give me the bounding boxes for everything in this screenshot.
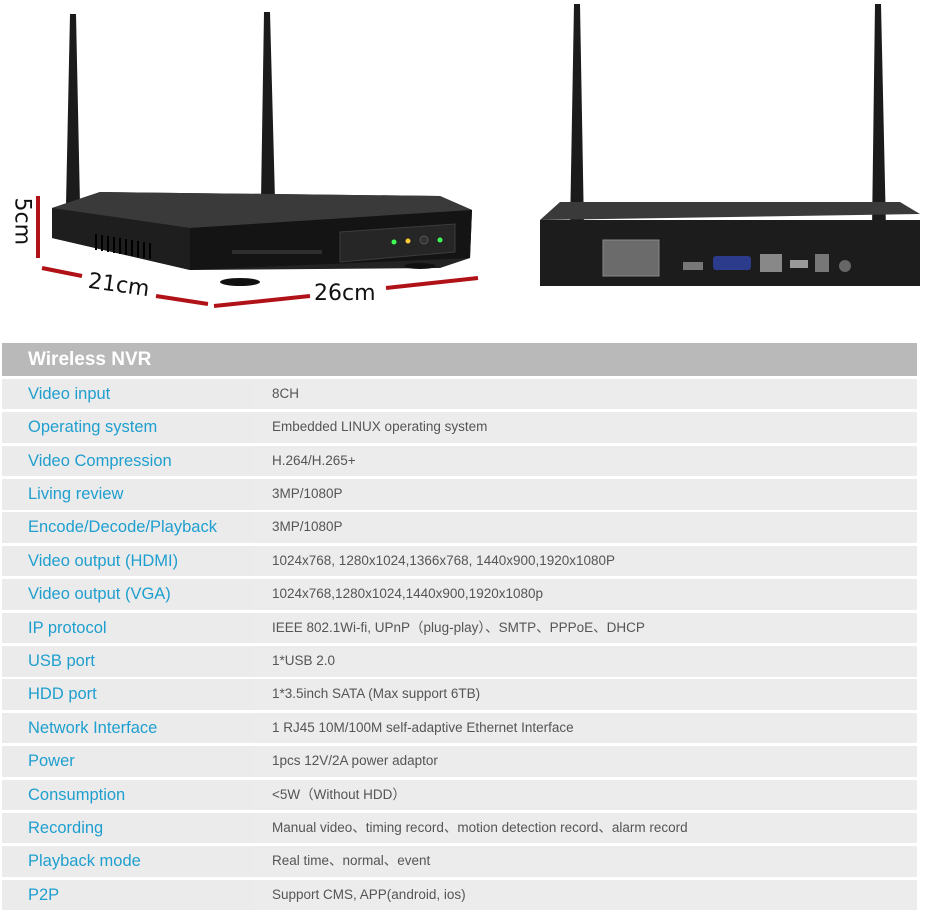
spec-value: 3MP/1080P <box>257 512 917 543</box>
spec-key: HDD port <box>2 679 254 710</box>
spec-value: 3MP/1080P <box>257 479 917 510</box>
spec-value: Embedded LINUX operating system <box>257 412 917 443</box>
spec-value: Support CMS, APP(android, ios) <box>257 879 917 911</box>
spec-key: IP protocol <box>2 612 254 644</box>
antenna-right-front <box>261 12 275 200</box>
spec-key: USB port <box>2 646 254 677</box>
spec-key: Video output (VGA) <box>2 579 254 610</box>
spec-key: Consumption <box>2 779 254 811</box>
spec-key: Operating system <box>2 412 254 443</box>
spec-key: Video input <box>2 378 254 410</box>
spec-key: Encode/Decode/Playback <box>2 512 254 543</box>
led-amber <box>405 238 411 244</box>
spec-key: Video Compression <box>2 445 254 477</box>
height-label: 5cm <box>9 197 35 246</box>
spec-key: Recording <box>2 812 254 844</box>
spec-value: 1024x768,1280x1024,1440x900,1920x1080p <box>257 579 917 610</box>
spec-value: IEEE 802.1Wi-fi, UPnP（plug-play）、SMTP、PP… <box>257 612 917 644</box>
spec-key: Network Interface <box>2 712 254 744</box>
product-images: 5cm 21cm 26cm <box>0 0 928 330</box>
nvr-illustrations <box>36 4 920 308</box>
spec-key: Video output (HDMI) <box>2 545 254 577</box>
spec-key: Living review <box>2 479 254 510</box>
spec-value: 1pcs 12V/2A power adaptor <box>257 746 917 777</box>
spec-value: 1024x768, 1280x1024,1366x768, 1440x900,1… <box>257 545 917 577</box>
spec-value: Real time、normal、event <box>257 846 917 877</box>
table-row: Video output (VGA)1024x768,1280x1024,144… <box>2 579 917 610</box>
table-row: Consumption<5W（Without HDD） <box>2 779 917 811</box>
spec-key: P2P <box>2 879 254 911</box>
spec-value: H.264/H.265+ <box>257 445 917 477</box>
antenna-left-front <box>66 14 80 205</box>
led-green <box>391 239 397 245</box>
spec-value: 8CH <box>257 378 917 410</box>
spec-value: Manual video、timing record、motion detect… <box>257 812 917 844</box>
nvr-back-view <box>540 4 920 286</box>
table-row: Video output (HDMI)1024x768, 1280x1024,1… <box>2 545 917 577</box>
width-label: 26cm <box>314 281 376 306</box>
spec-value: <5W（Without HDD） <box>257 779 917 811</box>
spec-table-title: Wireless NVR <box>2 343 917 376</box>
spec-key: Power <box>2 746 254 777</box>
spec-value: 1*USB 2.0 <box>257 646 917 677</box>
spec-key: Playback mode <box>2 846 254 877</box>
nvr-front-view <box>36 12 479 308</box>
spec-value: 1 RJ45 10M/100M self-adaptive Ethernet I… <box>257 712 917 744</box>
spec-value: 1*3.5inch SATA (Max support 6TB) <box>257 679 917 710</box>
